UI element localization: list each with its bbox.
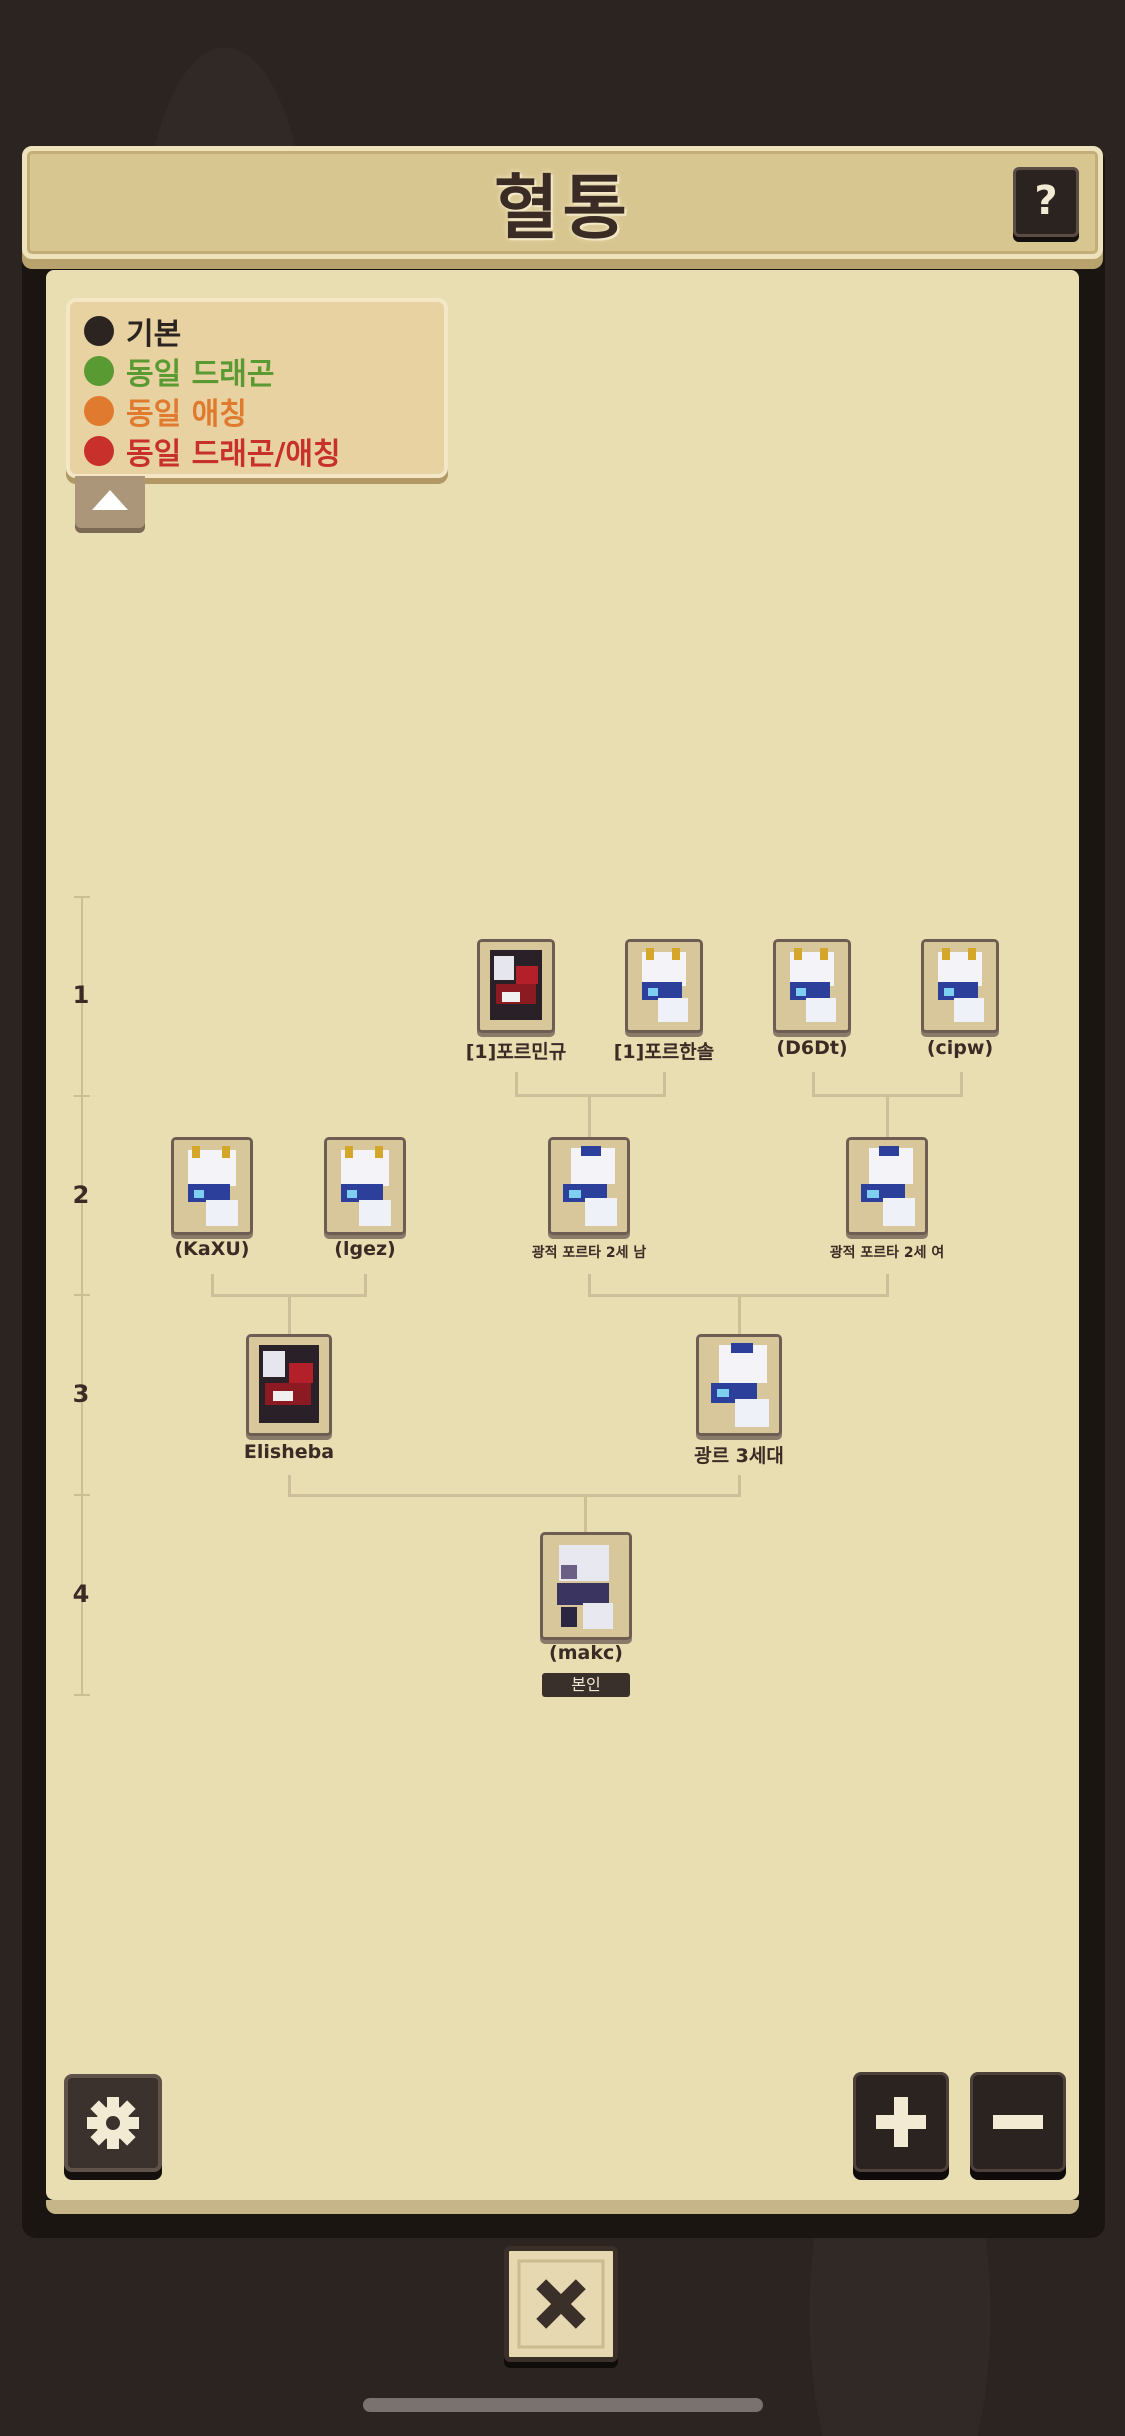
home-indicator[interactable] bbox=[363, 2398, 763, 2412]
legend-item-basic: 기본 bbox=[84, 312, 182, 352]
connector bbox=[886, 1274, 889, 1296]
dragon-light-icon bbox=[174, 1140, 250, 1232]
axis-tick bbox=[74, 1694, 90, 1696]
dragon-light-icon bbox=[849, 1140, 925, 1232]
minus-icon bbox=[993, 2115, 1043, 2129]
legend-dot bbox=[84, 396, 114, 426]
connector bbox=[364, 1274, 367, 1296]
close-icon bbox=[517, 2259, 605, 2349]
legend-label: 동일 드래곤/애칭 bbox=[126, 437, 341, 472]
dragon-portrait[interactable] bbox=[540, 1532, 632, 1640]
legend-label: 동일 드래곤 bbox=[126, 357, 275, 392]
node-name: (cipw) bbox=[926, 1037, 994, 1059]
dragon-red-icon bbox=[249, 1337, 329, 1433]
self-badge: 본인 bbox=[542, 1673, 630, 1697]
node-name: 광적 포르타 2세 여 bbox=[829, 1245, 945, 1261]
legend-item-same-nickname: 동일 애칭 bbox=[84, 392, 247, 432]
dragon-light-icon bbox=[924, 942, 996, 1030]
dragon-portrait[interactable] bbox=[246, 1334, 332, 1436]
generation-label: 3 bbox=[72, 1380, 90, 1408]
dragon-light-icon bbox=[551, 1140, 627, 1232]
zoom-out-button[interactable] bbox=[970, 2072, 1066, 2172]
dragon-portrait[interactable] bbox=[696, 1334, 782, 1436]
legend-panel: 기본 동일 드래곤 동일 애칭 동일 드래곤/애칭 bbox=[66, 298, 448, 478]
node-name: (makc) bbox=[549, 1642, 623, 1664]
dragon-portrait[interactable] bbox=[625, 939, 703, 1033]
connector bbox=[960, 1072, 963, 1096]
node-name: (lgez) bbox=[334, 1238, 396, 1260]
node-name: (D6Dt) bbox=[776, 1037, 848, 1059]
legend-label: 동일 애칭 bbox=[126, 397, 247, 432]
generation-label: 2 bbox=[72, 1181, 90, 1209]
axis-tick bbox=[74, 896, 90, 898]
node-name: [1]포르한솔 bbox=[613, 1041, 715, 1063]
axis-tick bbox=[74, 1095, 90, 1097]
dragon-light-icon bbox=[628, 942, 700, 1030]
dragon-red-icon bbox=[480, 942, 552, 1030]
connector bbox=[288, 1294, 291, 1336]
dragon-portrait[interactable] bbox=[324, 1137, 406, 1235]
connector bbox=[584, 1494, 587, 1534]
legend-label: 기본 bbox=[126, 317, 182, 352]
connector bbox=[288, 1494, 741, 1497]
plus-icon bbox=[876, 2097, 926, 2147]
legend-dot bbox=[84, 436, 114, 466]
node-name: [1]포르민규 bbox=[465, 1041, 567, 1063]
tree-canvas[interactable] bbox=[46, 270, 1079, 2200]
axis-tick bbox=[74, 1494, 90, 1496]
header-banner bbox=[22, 146, 1103, 259]
help-button[interactable]: ? bbox=[1013, 167, 1079, 237]
dragon-shadow-icon bbox=[543, 1535, 629, 1637]
legend-dot bbox=[84, 316, 114, 346]
dragon-light-icon bbox=[699, 1337, 779, 1433]
connector bbox=[738, 1475, 741, 1495]
page-title: 혈통 bbox=[494, 167, 631, 249]
dragon-portrait[interactable] bbox=[921, 939, 999, 1033]
dragon-portrait[interactable] bbox=[548, 1137, 630, 1235]
node-name: 광르 3세대 bbox=[694, 1445, 784, 1467]
legend-dot bbox=[84, 356, 114, 386]
connector bbox=[515, 1072, 518, 1096]
axis-tick bbox=[74, 1294, 90, 1296]
node-name: 광적 포르타 2세 남 bbox=[531, 1245, 647, 1261]
zoom-in-button[interactable] bbox=[853, 2072, 949, 2172]
connector bbox=[886, 1094, 889, 1139]
node-name: Elisheba bbox=[243, 1441, 335, 1463]
connector bbox=[588, 1274, 591, 1296]
connector bbox=[288, 1475, 291, 1495]
connector bbox=[663, 1072, 666, 1096]
node-name: (KaXU) bbox=[174, 1238, 250, 1260]
dragon-light-icon bbox=[327, 1140, 403, 1232]
chevron-up-icon bbox=[92, 490, 128, 510]
dragon-portrait[interactable] bbox=[477, 939, 555, 1033]
paper-edge bbox=[46, 2200, 1079, 2214]
connector bbox=[588, 1094, 591, 1139]
connector bbox=[211, 1274, 214, 1296]
connector bbox=[738, 1294, 741, 1336]
legend-collapse-button[interactable] bbox=[75, 476, 145, 528]
gear-icon bbox=[87, 2097, 139, 2149]
connector bbox=[812, 1072, 815, 1096]
dragon-portrait[interactable] bbox=[846, 1137, 928, 1235]
generation-label: 1 bbox=[72, 981, 90, 1009]
dragon-portrait[interactable] bbox=[171, 1137, 253, 1235]
legend-item-same-dragon: 동일 드래곤 bbox=[84, 352, 275, 392]
generation-label: 4 bbox=[72, 1580, 90, 1608]
dragon-light-icon bbox=[776, 942, 848, 1030]
dragon-portrait[interactable] bbox=[773, 939, 851, 1033]
close-button[interactable] bbox=[504, 2246, 618, 2362]
legend-item-same-both: 동일 드래곤/애칭 bbox=[84, 432, 341, 472]
settings-button[interactable] bbox=[64, 2074, 162, 2172]
generation-axis bbox=[81, 896, 83, 1696]
